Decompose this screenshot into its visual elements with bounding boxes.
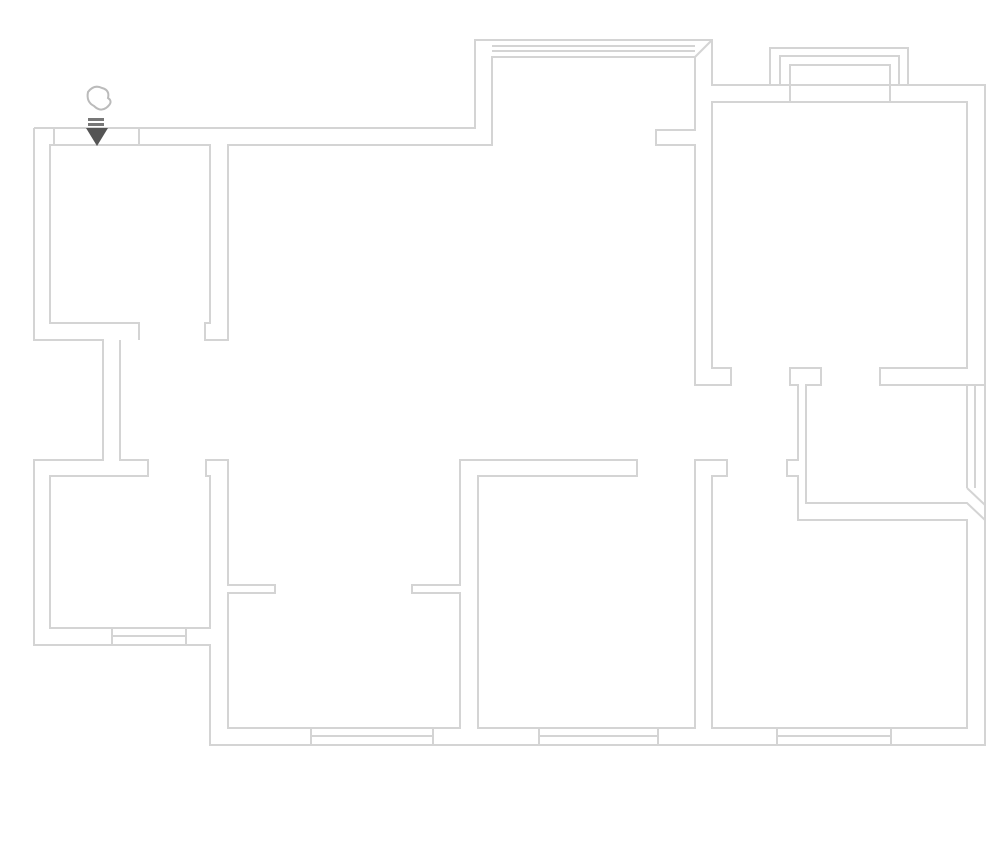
windows — [53, 39, 909, 746]
bay-window — [769, 47, 909, 85]
inner-wall-north — [49, 56, 985, 386]
north-arrow-icon — [86, 85, 112, 146]
bath-window-corner — [966, 487, 986, 506]
corridor-wall — [49, 340, 986, 729]
walls — [33, 39, 986, 746]
outer-wall — [33, 39, 986, 746]
